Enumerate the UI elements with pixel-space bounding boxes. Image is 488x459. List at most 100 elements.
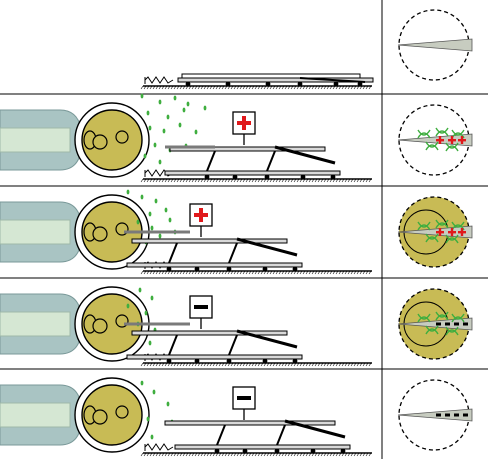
carriage-rail <box>126 262 303 268</box>
dna-droplet <box>203 105 207 111</box>
spring-icon <box>144 76 174 84</box>
dna-strand <box>451 316 465 323</box>
dna-droplet <box>164 207 168 213</box>
plus-sign-icon <box>450 136 454 144</box>
pipette-lumen <box>0 127 71 153</box>
dna-helix-icon <box>417 221 431 231</box>
dna-droplet <box>182 107 186 113</box>
holding-pipette <box>0 201 83 263</box>
magnified-inset <box>397 379 473 451</box>
pronucleus <box>92 409 108 425</box>
oocyte <box>74 102 150 178</box>
magnified-inset <box>397 9 473 81</box>
dna-strand <box>445 326 459 333</box>
dna-droplet <box>194 129 198 135</box>
plus-sign-box <box>232 111 256 145</box>
wheel <box>185 81 191 87</box>
wheel <box>340 448 346 454</box>
dna-droplet <box>154 198 158 204</box>
ground-hatch <box>140 178 372 183</box>
injection-actuator <box>126 329 303 364</box>
pipette-lumen <box>0 311 71 337</box>
needle-marker <box>436 322 441 326</box>
plus-sign-icon <box>450 228 454 236</box>
needle-rod <box>169 146 326 152</box>
dna-helix-icon <box>435 127 449 137</box>
plus-sign-icon <box>460 228 464 236</box>
slider-arm <box>236 237 298 257</box>
needle-rod <box>131 330 288 336</box>
needle-marker <box>436 413 441 417</box>
needle-rod <box>131 238 288 244</box>
ground-base <box>140 452 372 457</box>
cytoplasm <box>81 109 143 171</box>
dna-strand <box>425 233 439 240</box>
dna-droplet <box>140 380 144 386</box>
wheel <box>310 448 316 454</box>
wheel <box>194 266 200 272</box>
dna-droplet <box>140 194 144 200</box>
dna-strand <box>445 145 459 152</box>
injection-needle <box>397 408 473 422</box>
wheel <box>264 174 270 180</box>
dna-strand <box>445 142 459 149</box>
spring-icon <box>144 443 174 451</box>
wheel <box>226 358 232 364</box>
spring-coil <box>144 76 174 84</box>
slider-arm <box>284 419 346 439</box>
panel-row-4 <box>0 286 473 367</box>
dna-droplet <box>136 219 140 225</box>
dna-droplet <box>158 159 162 165</box>
plus-sign-icon <box>438 228 442 236</box>
dna-strand <box>435 127 449 134</box>
pronucleus <box>92 318 108 334</box>
dna-strand <box>451 313 465 320</box>
injection-needle <box>397 317 473 331</box>
dna-strand <box>425 325 439 332</box>
magnified-inset <box>397 196 473 268</box>
holding-pipette <box>0 384 83 446</box>
carriage-rail <box>177 77 374 83</box>
pipette-lumen <box>0 402 71 428</box>
linkage-leg <box>276 424 286 446</box>
wheel <box>226 266 232 272</box>
plus-sign-icon <box>199 208 203 222</box>
oocyte <box>74 286 150 362</box>
dna-strand <box>417 132 431 139</box>
slider-arm <box>236 329 298 349</box>
dna-droplet <box>148 340 152 346</box>
plus-sign-box <box>189 203 213 237</box>
wheel <box>292 266 298 272</box>
dna-helix-icon <box>435 219 449 229</box>
wheel <box>204 174 210 180</box>
minus-sign-icon <box>194 305 208 309</box>
wheel <box>330 174 336 180</box>
oocyte <box>74 194 150 270</box>
linkage-leg <box>266 150 276 172</box>
dna-strand <box>425 328 439 335</box>
dna-droplet <box>143 153 147 159</box>
injection-actuator <box>126 237 303 272</box>
ground-base <box>140 178 372 183</box>
linkage-leg <box>228 242 238 264</box>
injection-actuator <box>164 419 351 454</box>
wheel <box>297 81 303 87</box>
dna-strand <box>451 221 465 228</box>
wheel <box>262 266 268 272</box>
dna-strand <box>417 221 431 228</box>
wheel <box>357 81 363 87</box>
linkage-leg <box>216 424 226 446</box>
dna-strand <box>417 313 431 320</box>
injection-needle <box>397 133 473 147</box>
ground-base <box>140 362 372 367</box>
dna-strand <box>425 236 439 243</box>
dna-strand <box>425 141 439 148</box>
linkage-leg <box>168 242 178 264</box>
dna-droplet <box>158 233 162 239</box>
holding-pipette <box>0 293 83 355</box>
dna-droplet <box>152 389 156 395</box>
wheel <box>225 81 231 87</box>
cytoplasm <box>81 384 143 446</box>
dna-helix-icon <box>445 234 459 244</box>
ground-hatch <box>140 270 372 275</box>
